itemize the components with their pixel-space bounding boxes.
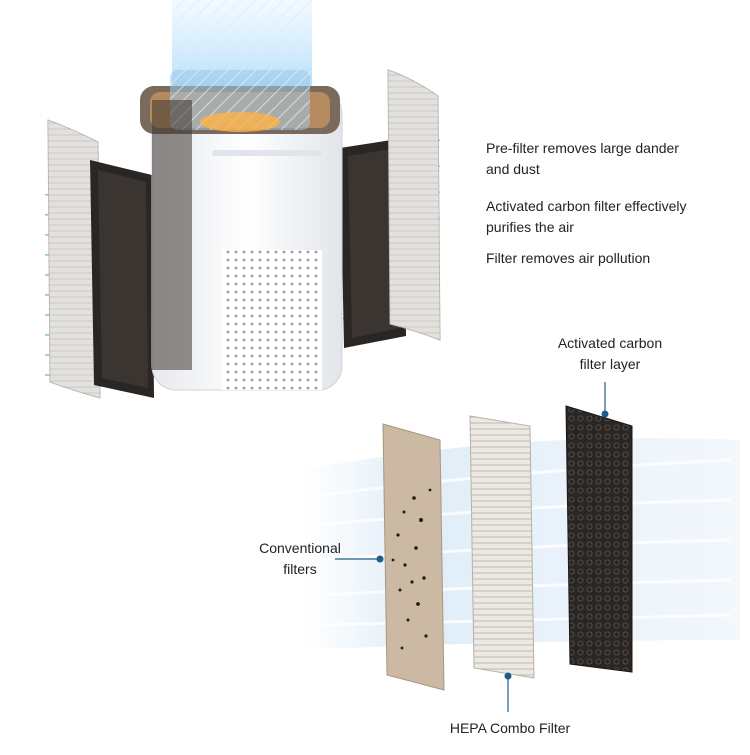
right-filter-stack xyxy=(329,69,441,348)
left-filter-stack xyxy=(44,119,201,399)
note-pre-filter-line2: and dust xyxy=(486,161,540,177)
note-pre-filter: Pre-filter removes large dander and dust xyxy=(486,138,736,180)
note-carbon: Activated carbon filter effectively puri… xyxy=(486,196,736,238)
label-hepa: HEPA Combo Filter xyxy=(420,718,600,739)
label-carbon: Activated carbon filter layer xyxy=(540,333,680,375)
label-conventional: Conventional filters xyxy=(240,538,360,580)
note-filter: Filter removes air pollution xyxy=(486,248,736,269)
carbon-filter-panel xyxy=(565,405,633,673)
note-carbon-line2: purifies the air xyxy=(486,219,574,235)
note-filter-line1: Filter removes air pollution xyxy=(486,250,651,266)
purifier-assembly xyxy=(44,0,441,399)
label-carbon-line2: filter layer xyxy=(579,356,641,372)
intake-grille xyxy=(222,250,322,390)
filter-layers-diagram xyxy=(300,382,740,712)
note-carbon-line1: Activated carbon filter effectively xyxy=(486,198,687,214)
note-pre-filter-line1: Pre-filter removes large dander xyxy=(486,140,679,156)
hepa-filter-panel xyxy=(469,415,535,679)
label-carbon-line1: Activated carbon xyxy=(557,335,663,351)
label-conventional-line1: Conventional xyxy=(259,540,341,556)
purifier-body xyxy=(140,70,343,391)
particles xyxy=(391,488,432,650)
label-hepa-text: HEPA Combo Filter xyxy=(449,720,571,736)
conventional-filter-panel xyxy=(382,423,445,691)
label-conventional-line2: filters xyxy=(283,561,317,577)
